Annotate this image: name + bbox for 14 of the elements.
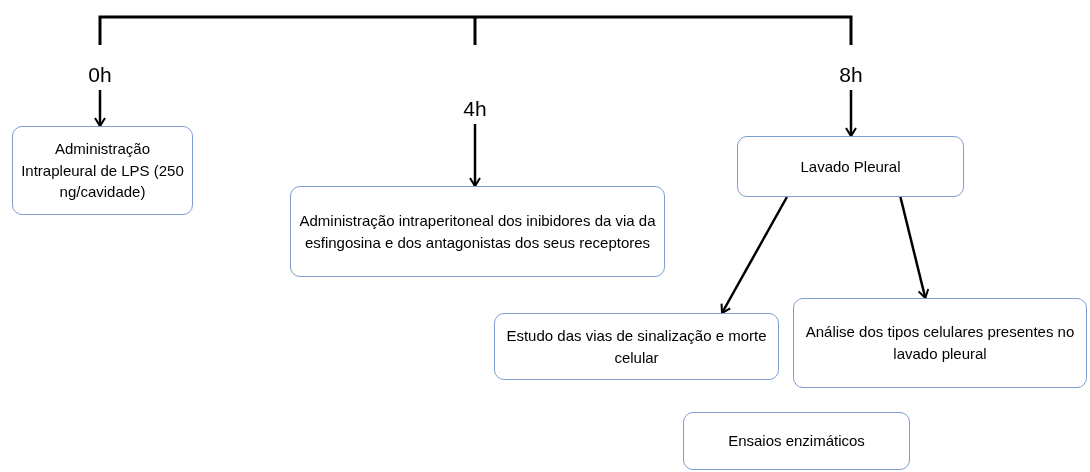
process-box: Administração Intrapleural de LPS (250 ng/cavidade) [12, 126, 193, 215]
time-label: 4h [453, 92, 497, 124]
arrow [469, 124, 481, 187]
time-label: 8h [829, 58, 873, 90]
time-label: 0h [78, 58, 122, 90]
arrow [845, 90, 857, 137]
process-box: Ensaios enzimáticos [683, 412, 910, 470]
process-box: Lavado Pleural [737, 136, 964, 197]
arrow [899, 196, 930, 299]
arrow [94, 90, 106, 127]
process-box: Análise dos tipos celulares presentes no lavado pleural [793, 298, 1087, 388]
arrow [720, 196, 789, 314]
process-box: Administração intraperitoneal dos inibidores da via da esfingosina e dos antagonistas dos seus receptores [290, 186, 665, 277]
process-box: Estudo das vias de sinalização e morte celular [494, 313, 779, 380]
